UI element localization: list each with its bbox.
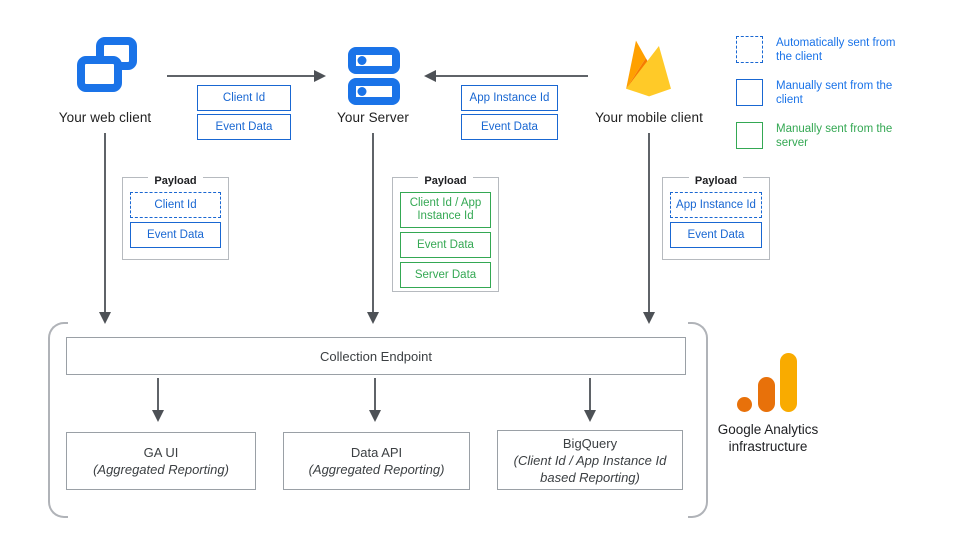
bigquery-title: BigQuery (562, 435, 618, 451)
payload-item-event-data: Event Data (400, 232, 491, 258)
google-analytics-icon (737, 353, 799, 413)
server-icon (347, 46, 401, 106)
bigquery-subtitle: (Client Id / App Instance Id based Repor… (513, 452, 667, 485)
payload-item-client-id: Client Id (130, 192, 221, 218)
web-client-label: Your web client (58, 110, 152, 125)
ga-ui-subtitle: (Aggregated Reporting) (93, 462, 229, 477)
payload-mobile-title: Payload (663, 171, 769, 189)
ga-infrastructure-line2: infrastructure (728, 439, 808, 454)
web-client-icon (76, 36, 138, 102)
firebase-icon (613, 34, 683, 104)
solid-green-swatch-icon (736, 122, 763, 149)
server-label: Your Server (337, 110, 409, 125)
collection-endpoint-box: Collection Endpoint (66, 337, 686, 375)
payload-item-server-data: Server Data (400, 262, 491, 288)
flow-web-to-server: Client Id Event Data (197, 85, 291, 143)
collection-endpoint-label: Collection Endpoint (319, 348, 433, 364)
flow-mobile-to-server: App Instance Id Event Data (461, 85, 558, 143)
legend-item-manual-server: Manually sent from the server (736, 122, 906, 150)
flow-item-event-data: Event Data (461, 114, 558, 140)
payload-item-event-data: Event Data (130, 222, 221, 248)
legend-label: Automatically sent from the client (776, 37, 896, 63)
payload-web: Payload Client Id Event Data (122, 175, 229, 260)
bracket-left (48, 322, 68, 518)
bigquery-box: BigQuery (Client Id / App Instance Id ba… (497, 430, 683, 490)
ga-ui-title: GA UI (143, 445, 179, 460)
mobile-client-label: Your mobile client (595, 110, 703, 125)
payload-server-title: Payload (393, 171, 498, 189)
data-api-box: Data API (Aggregated Reporting) (283, 432, 470, 490)
payload-item-event-data: Event Data (670, 222, 762, 248)
flow-item-app-instance-id: App Instance Id (461, 85, 558, 111)
ga-infrastructure-label: Google Analytics infrastructure (706, 421, 830, 455)
data-api-title: Data API (350, 445, 403, 460)
legend: Automatically sent from the client Manua… (736, 36, 906, 165)
ga-infrastructure-line1: Google Analytics (717, 422, 819, 437)
flow-item-client-id: Client Id (197, 85, 291, 111)
payload-item-client-or-app-id: Client Id / App Instance Id (400, 192, 491, 228)
payload-server: Payload Client Id / App Instance Id Even… (392, 175, 499, 292)
payload-web-title: Payload (123, 171, 228, 189)
data-api-subtitle: (Aggregated Reporting) (308, 462, 445, 477)
flow-item-event-data: Event Data (197, 114, 291, 140)
dashed-blue-swatch-icon (736, 36, 763, 63)
payload-mobile: Payload App Instance Id Event Data (662, 175, 770, 260)
legend-item-auto-client: Automatically sent from the client (736, 36, 906, 64)
payload-item-app-instance-id: App Instance Id (670, 192, 762, 218)
legend-label: Manually sent from the client (776, 80, 893, 106)
legend-label: Manually sent from the server (776, 123, 893, 149)
bracket-right (688, 322, 708, 518)
solid-blue-swatch-icon (736, 79, 763, 106)
legend-item-manual-client: Manually sent from the client (736, 79, 906, 107)
ga-ui-box: GA UI (Aggregated Reporting) (66, 432, 256, 490)
